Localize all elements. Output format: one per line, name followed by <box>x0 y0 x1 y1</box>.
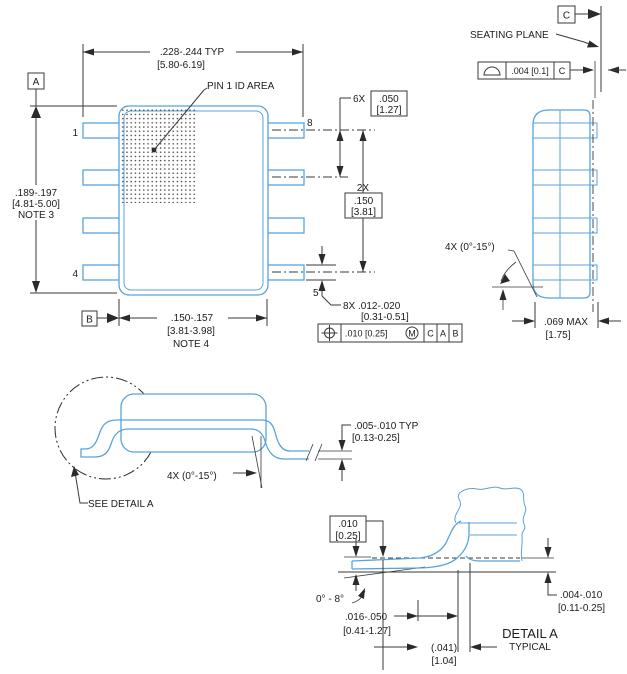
side-lead-angle: 4X (0°-15°) <box>445 242 543 310</box>
position-symbol-icon <box>321 325 338 341</box>
dim-foot-length-in: .016-.050 <box>345 612 388 623</box>
front-body-outline <box>120 393 267 453</box>
dim-standoff: .004-.010 [0.11-0.25] <box>522 538 605 614</box>
dim-package-thickness-mm: [1.75] <box>545 330 570 341</box>
detail-a-view: .010 [0.25] 0° - 8° .016 <box>316 486 605 670</box>
dim-lead-pitch-qty: 6X <box>353 94 366 105</box>
dim-gauge-plane: .010 [0.25] <box>329 515 387 557</box>
dim-lead-pitch: 6X .050 [1.27] <box>336 90 408 177</box>
dim-package-thickness: .069 MAX [1.75] <box>512 302 621 341</box>
datum-c-label: C <box>563 11 570 22</box>
dim-package-thickness-in: .069 MAX <box>544 317 588 328</box>
front-lead-angle-label: 4X (0°-15°) <box>167 471 217 482</box>
mmc-modifier-icon: M <box>405 326 419 340</box>
dim-foot-thickness-in: .005-.010 TYP <box>354 421 419 432</box>
dim-body-width-in: .150-.157 <box>171 313 214 324</box>
dim-body-width-mm: [3.81-3.98] <box>167 326 215 337</box>
dim-foot-length-mm: [0.41-1.27] <box>343 626 391 637</box>
dim-gauge-plane-in: .010 <box>338 519 358 530</box>
pin-8-number: 8 <box>307 118 313 129</box>
fcf-position: .010 [0.25] M C A B <box>317 323 463 343</box>
pin-4-number: 4 <box>72 269 78 280</box>
see-detail-a-label: SEE DETAIL A <box>88 499 154 510</box>
dim-overall-width-in: .228-.244 TYP <box>160 47 225 58</box>
dim-foot-length: .016-.050 [0.41-1.27] <box>343 612 458 637</box>
dim-lead-span-in: .150 <box>354 196 374 207</box>
dim-body-width-note: NOTE 4 <box>173 339 210 350</box>
detail-body-break-outline <box>454 486 527 562</box>
dim-body-width: .150-.157 [3.81-3.98] NOTE 4 <box>118 299 268 350</box>
dim-foot-thickness: .005-.010 TYP [0.13-0.25] <box>318 421 419 481</box>
dim-lead-width-in: 8X .012-.020 <box>343 301 401 312</box>
pin-1-number: 1 <box>72 128 78 139</box>
dim-tip-to-gauge-mm: [1.04] <box>431 656 456 667</box>
fcf-flatness: .004 [0.1] C <box>477 61 626 80</box>
front-lead-angle: 4X (0°-15°) <box>167 435 263 489</box>
fcf-position-tolerance: .010 [0.25] <box>345 329 388 339</box>
seating-plane-label: SEATING PLANE <box>470 30 549 41</box>
dim-body-height-mm: [4.81-5.00] <box>12 199 60 210</box>
dim-gauge-plane-mm: [0.25] <box>335 531 360 542</box>
fcf-position-datum1: C <box>427 329 434 339</box>
pin1-id-area <box>121 108 195 203</box>
dim-overall-width: .228-.244 TYP [5.80-6.19] <box>82 44 304 117</box>
dim-tip-to-gauge: (.041) [1.04] <box>374 643 497 667</box>
side-body-outline <box>532 109 591 299</box>
dim-standoff-in: .004-.010 <box>560 590 603 601</box>
dim-tip-to-gauge-in: (.041) <box>431 643 457 654</box>
dim-body-height-in: .189-.197 <box>15 188 58 199</box>
front-left-lead <box>80 419 130 458</box>
datum-b-label: B <box>86 315 93 326</box>
pin-5-number: 5 <box>313 288 319 299</box>
dim-lead-span-mm: [3.81] <box>351 207 376 218</box>
fcf-position-datum2: A <box>440 329 446 339</box>
dim-overall-width-mm: [5.80-6.19] <box>157 60 205 71</box>
fcf-flatness-tolerance: .004 [0.1] <box>511 66 549 76</box>
side-lead-angle-label: 4X (0°-15°) <box>445 242 495 253</box>
dim-body-height-note: NOTE 3 <box>18 210 55 221</box>
dim-lead-width-mm: [0.31-0.51] <box>361 312 409 323</box>
dim-standoff-mm: [0.11-0.25] <box>558 603 605 614</box>
datum-c: C <box>557 5 601 24</box>
datum-a-label: A <box>33 77 40 88</box>
front-right-lead-top <box>261 419 309 452</box>
dim-foot-thickness-mm: [0.13-0.25] <box>352 433 400 444</box>
seating-plane-callout: SEATING PLANE <box>470 30 599 48</box>
dim-lead-width: 8X .012-.020 [0.31-0.51] <box>306 246 409 323</box>
side-leads <box>533 122 598 281</box>
dim-body-height: .189-.197 [4.81-5.00] NOTE 3 <box>12 105 117 294</box>
dim-lead-span: 2X .150 [3.81] <box>344 130 383 272</box>
front-view: SEE DETAIL A 4X (0°-15°) .005-.010 TYP [… <box>54 376 419 510</box>
dim-lead-pitch-mm: [1.27] <box>376 105 401 116</box>
front-right-lead-bottom <box>250 428 309 460</box>
fcf-position-datum3: B <box>452 329 458 339</box>
fcf-flatness-datum: C <box>559 66 566 76</box>
datum-a: A <box>27 72 45 118</box>
flatness-symbol-icon <box>483 66 501 76</box>
detail-a-title: DETAIL A <box>502 626 558 641</box>
detail-a-subtitle: TYPICAL <box>509 642 551 653</box>
top-view: 1 4 8 5 PIN 1 ID AREA .228-.244 TYP [5.8… <box>12 44 463 350</box>
detail-lead <box>351 486 527 570</box>
datum-b: B <box>81 310 119 327</box>
dim-foot-angle-label: 0° - 8° <box>316 594 344 605</box>
dim-lead-span-qty: 2X <box>357 183 370 194</box>
see-detail-a-callout: SEE DETAIL A <box>71 466 154 510</box>
dim-foot-angle: 0° - 8° <box>316 588 366 605</box>
fcf-position-modifier: M <box>408 329 416 339</box>
dim-gauge-offset-arrows <box>344 538 371 591</box>
side-view: C SEATING PLANE .004 [0.1] C 4X (0°-15°) <box>445 5 626 341</box>
pin1-id-area-label: PIN 1 ID AREA <box>207 81 275 92</box>
dim-lead-pitch-in: .050 <box>379 94 399 105</box>
